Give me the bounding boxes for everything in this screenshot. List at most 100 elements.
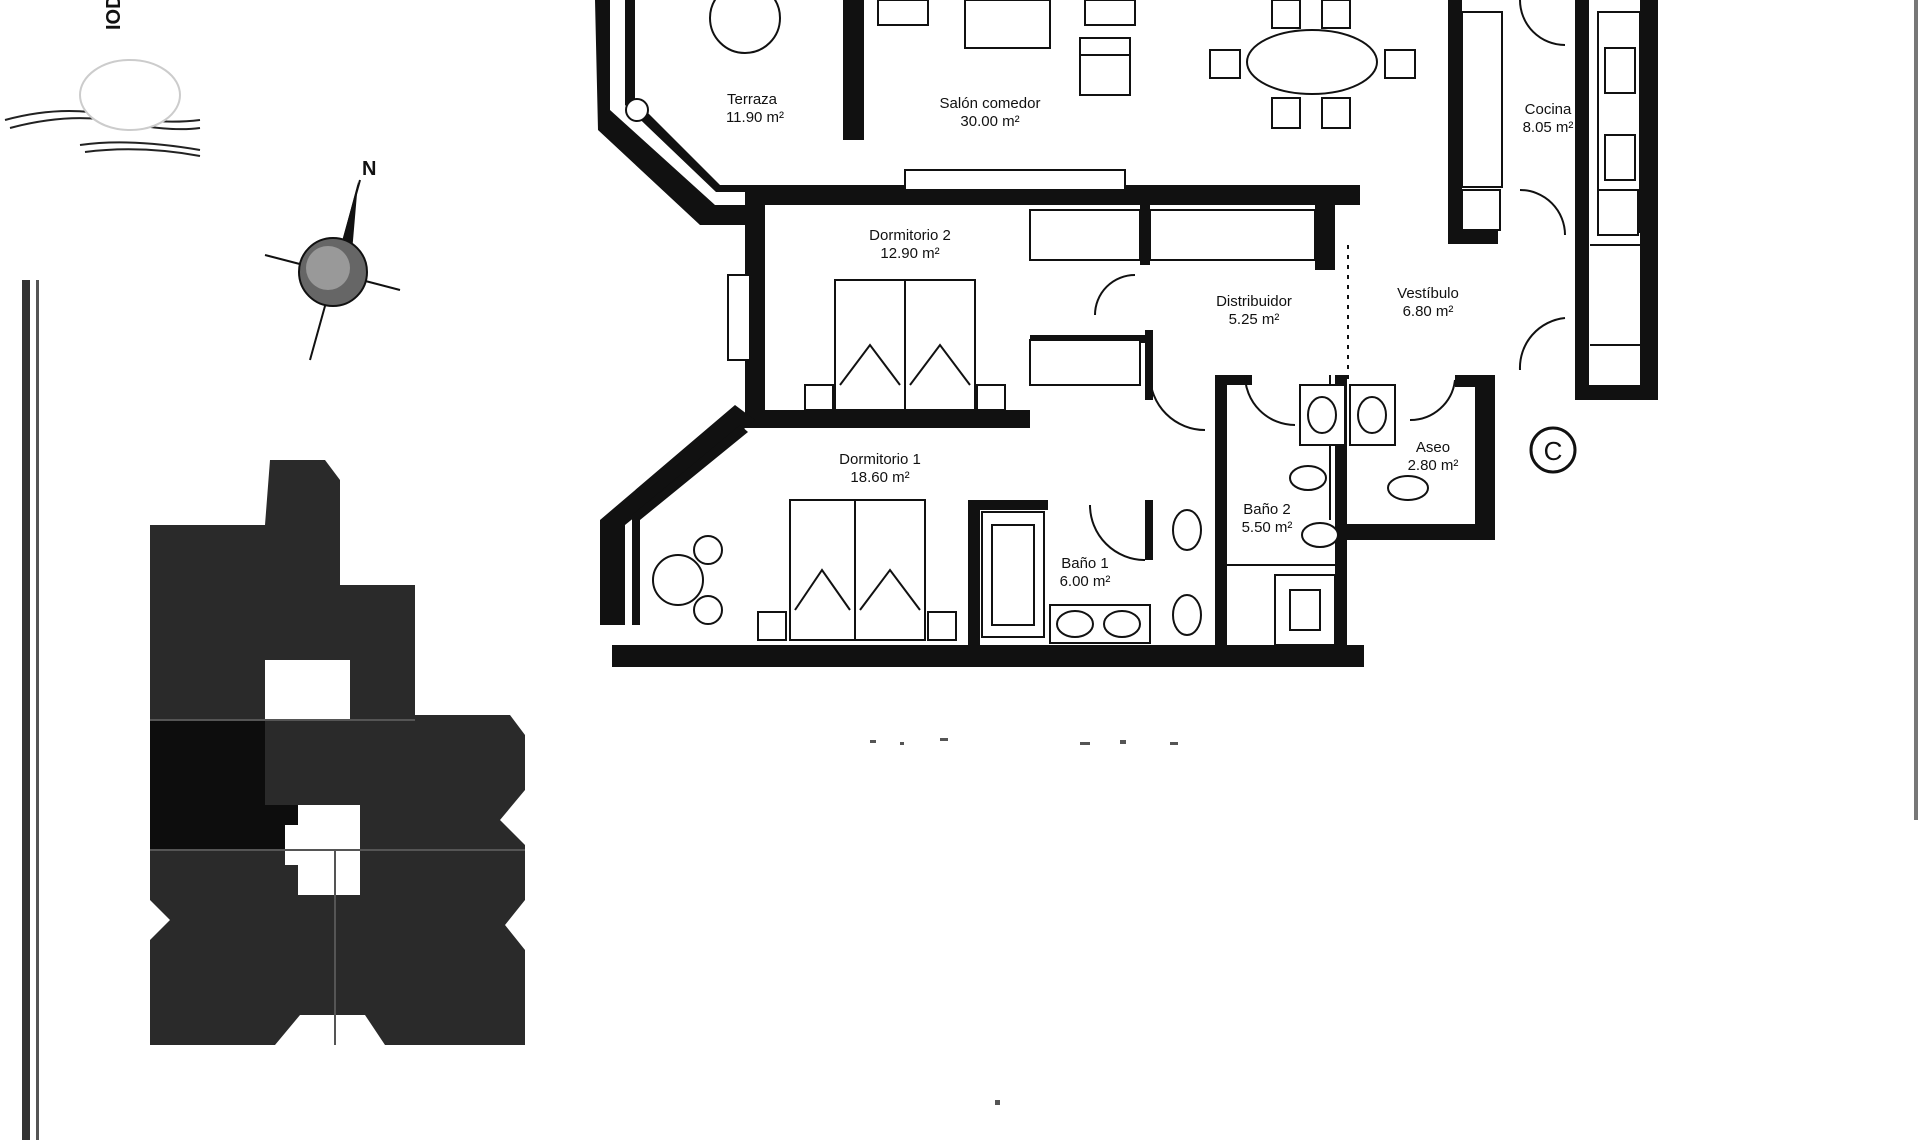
dining-chair-5 [1209, 49, 1241, 79]
bano1-toilet [1172, 509, 1202, 551]
furniture [625, 0, 1641, 646]
dorm2-window [727, 274, 751, 361]
stair-marker-circle [1529, 426, 1577, 474]
room-area: 2.80 m² [1408, 457, 1459, 474]
bano1-top-wall [968, 500, 1048, 510]
left-border-line-inner [36, 280, 39, 1140]
outer-right-bottom [1575, 385, 1658, 400]
dining-chair-4 [1321, 97, 1351, 129]
dorm1-nightstand-1 [757, 611, 787, 641]
bano1-bidet [1172, 594, 1202, 636]
aseo-right-wall [1475, 375, 1495, 540]
building-key-plan [150, 460, 525, 1045]
salon-armchair-1 [877, 0, 929, 26]
dorm2-wardrobe-1 [1029, 209, 1141, 261]
compass-north-label: N [362, 158, 376, 180]
room-salon: Salón comedor 30.00 m² [940, 95, 1041, 130]
dorm2-nightstand-1 [804, 384, 834, 411]
dining-chair-2 [1321, 0, 1351, 29]
aseo-basin [1357, 396, 1387, 434]
kitchen-right-wall [1575, 0, 1589, 400]
dining-chair-3 [1271, 97, 1301, 129]
stair-marker-label: C [1544, 436, 1563, 466]
room-dormitorio1: Dormitorio 1 18.60 m² [839, 451, 921, 486]
key-plan-block [150, 460, 525, 1045]
dorm2-wardrobe-3 [1029, 339, 1141, 386]
exterior-walls [595, 0, 1658, 667]
room-distribuidor: Distribuidor 5.25 m² [1216, 293, 1292, 328]
room-area: 5.50 m² [1242, 519, 1293, 536]
kitchen-counter-left [1461, 11, 1503, 188]
kitchen-sink [1604, 134, 1636, 181]
room-name: Distribuidor [1216, 293, 1292, 310]
room-name: Terraza [727, 91, 778, 108]
door-swings [1089, 0, 1566, 561]
bath-divider-wall [1145, 500, 1153, 560]
dining-table [1246, 29, 1378, 95]
dorm2-bottom-wall [745, 410, 1030, 428]
room-labels: Terraza 11.90 m² Salón comedor 30.00 m² … [726, 91, 1573, 590]
distribuidor-wall [1145, 330, 1153, 400]
aseo-toilet [1387, 475, 1429, 501]
salon-armchair-4 [1079, 54, 1131, 96]
room-area: 5.25 m² [1229, 311, 1280, 328]
salon-radiator [904, 169, 1126, 191]
room-bano1: Baño 1 6.00 m² [1060, 555, 1111, 590]
kitchen-hob [1604, 47, 1636, 94]
stair-marker: C [1529, 426, 1577, 474]
dining-chair-1 [1271, 0, 1301, 29]
key-plan-courtyard-1b [265, 660, 315, 690]
salon-coffee-table [964, 0, 1051, 49]
dorm2-right-wall [1315, 205, 1335, 270]
aseo-bidet [1289, 465, 1327, 491]
bano1-right-wall [1215, 375, 1227, 650]
scan-marks [870, 738, 1178, 1105]
salon-bottom-wall [745, 185, 1360, 205]
bano2-basin [1307, 396, 1337, 434]
bano2-toilet [1301, 522, 1339, 548]
room-name: Aseo [1416, 439, 1450, 456]
bano1-left-wall [968, 500, 980, 650]
north-compass: N [264, 158, 401, 361]
dorm1-bed-2 [854, 499, 926, 641]
bano1-bathtub-inner [991, 524, 1035, 626]
dorm1-chair-2 [693, 595, 723, 625]
room-terraza: Terraza 11.90 m² [726, 91, 784, 126]
room-name: Dormitorio 1 [839, 451, 921, 468]
outer-right-wall [1640, 0, 1658, 400]
bano2-shower-inner [1289, 589, 1321, 631]
room-area: 12.90 m² [880, 245, 939, 262]
compass-arrow [340, 182, 358, 252]
dorm1-bed-fold-1 [794, 568, 851, 611]
terrace-wall-inner [625, 0, 745, 192]
right-border-line [1914, 0, 1918, 820]
terrace-table [709, 0, 781, 54]
room-area: 6.80 m² [1403, 303, 1454, 320]
dorm1-nightstand-2 [927, 611, 957, 641]
bottom-wall [612, 645, 1364, 667]
key-plan-courtyard-2b [285, 825, 305, 865]
room-bano2: Baño 2 5.50 m² [1242, 501, 1293, 536]
kitchen-bottom-wall [1448, 230, 1498, 244]
terrace-drain [625, 98, 649, 122]
kitchen-left-wall [1448, 0, 1462, 235]
aseo-bottom-wall [1347, 525, 1495, 540]
dorm1-chair-1 [693, 535, 723, 565]
room-cocina: Cocina 8.05 m² [1523, 101, 1574, 136]
room-name: Baño 2 [1243, 501, 1291, 518]
compass-globe-highlight [306, 246, 350, 290]
key-plan-highlight-unit [150, 720, 300, 850]
room-aseo: Aseo 2.80 m² [1408, 439, 1459, 474]
dorm1-table [652, 554, 704, 606]
aseo-top-wall [1455, 375, 1495, 387]
dorm1-bed-fold-2 [859, 568, 921, 611]
bano1-basin-1 [1056, 610, 1094, 638]
room-area: 30.00 m² [960, 113, 1019, 130]
dorm2-bed-fold-2 [909, 343, 971, 386]
left-border-line [22, 280, 30, 1140]
bano2-top-wall [1227, 375, 1252, 385]
terrace-wall [595, 0, 745, 225]
room-name: Salón comedor [940, 95, 1041, 112]
kitchen-appliance [1597, 189, 1639, 236]
